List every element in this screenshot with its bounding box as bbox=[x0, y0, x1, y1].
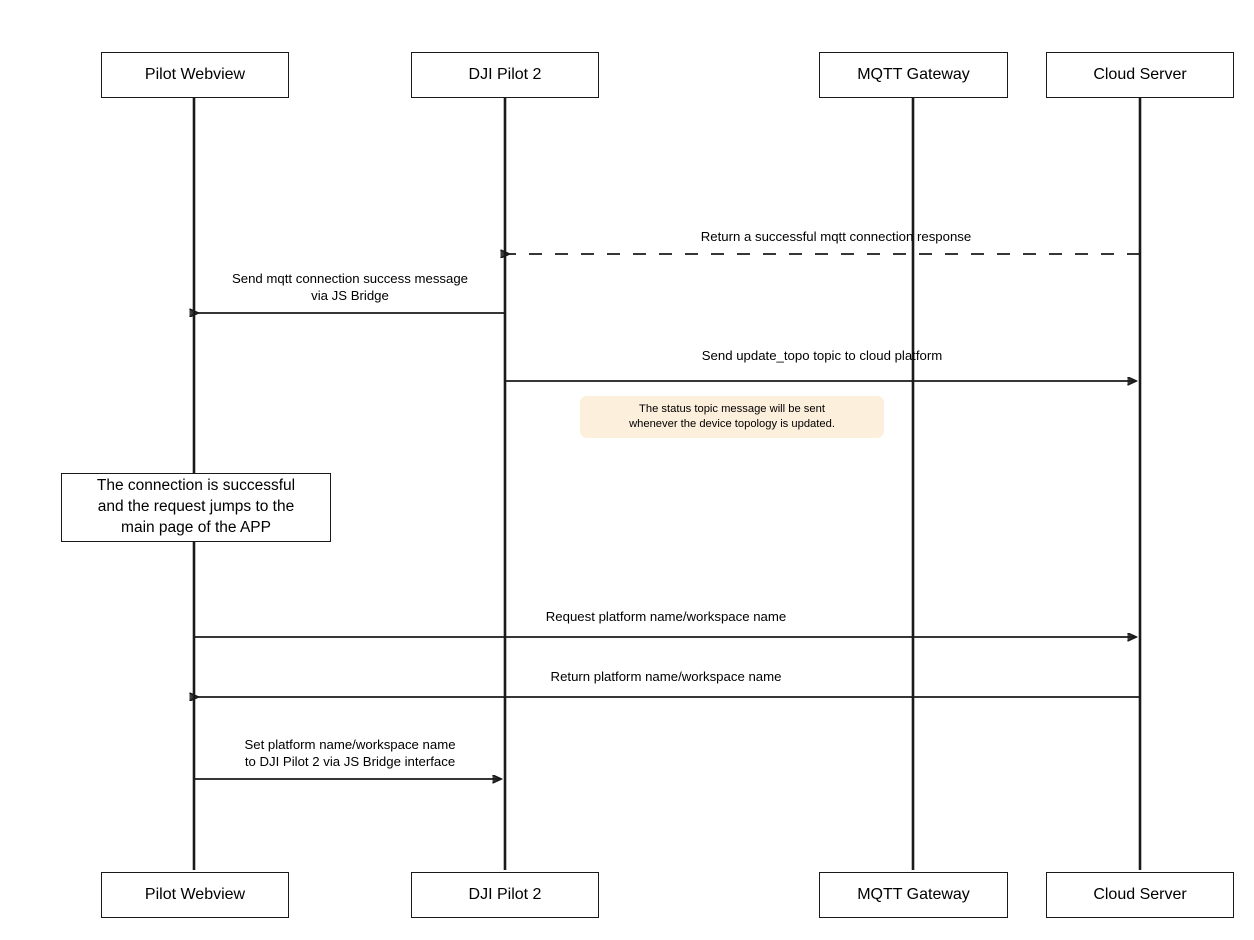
message-label-return-platform-workspace-name: Return platform name/workspace name bbox=[196, 669, 1136, 686]
participant-header-label: MQTT Gateway bbox=[857, 66, 970, 84]
message-label-line: Set platform name/workspace name bbox=[244, 737, 456, 752]
participant-footer-label: DJI Pilot 2 bbox=[468, 886, 542, 904]
participant-header-label: Pilot Webview bbox=[144, 66, 246, 84]
message-label-send-mqtt-success-via-js-bridge: Send mqtt connection success message via… bbox=[196, 271, 504, 305]
message-label-line: to DJI Pilot 2 via JS Bridge interface bbox=[244, 753, 456, 769]
participant-header-pilot-webview[interactable]: Pilot Webview bbox=[101, 52, 289, 98]
message-label-line: Send mqtt connection success message bbox=[231, 271, 469, 286]
participant-header-cloud-server[interactable]: Cloud Server bbox=[1046, 52, 1234, 98]
message-arrows bbox=[194, 254, 1140, 779]
message-label-send-update-topo-topic: Send update_topo topic to cloud platform bbox=[507, 348, 1137, 365]
participant-footer-label: Pilot Webview bbox=[144, 886, 246, 904]
participant-footer-pilot-webview[interactable]: Pilot Webview bbox=[101, 872, 289, 918]
note-line: main page of the APP bbox=[121, 518, 271, 536]
message-label-set-platform-workspace-name: Set platform name/workspace name to DJI … bbox=[196, 737, 504, 771]
participant-footer-mqtt-gateway[interactable]: MQTT Gateway bbox=[819, 872, 1008, 918]
participant-footer-cloud-server[interactable]: Cloud Server bbox=[1046, 872, 1234, 918]
participant-header-label: Cloud Server bbox=[1093, 66, 1187, 84]
participant-header-label: DJI Pilot 2 bbox=[468, 66, 542, 84]
message-label-line: Request platform name/workspace name bbox=[545, 609, 787, 624]
participant-header-mqtt-gateway[interactable]: MQTT Gateway bbox=[819, 52, 1008, 98]
note-connection-successful: The connection is successful and the req… bbox=[61, 473, 331, 542]
message-label-line: Return a successful mqtt connection resp… bbox=[700, 229, 972, 244]
participant-footer-dji-pilot-2[interactable]: DJI Pilot 2 bbox=[411, 872, 599, 918]
message-label-line: Send update_topo topic to cloud platform bbox=[701, 348, 943, 363]
message-label-line: Return platform name/workspace name bbox=[550, 669, 782, 684]
participant-footer-label: MQTT Gateway bbox=[857, 886, 970, 904]
note-line: whenever the device topology is updated. bbox=[629, 418, 835, 430]
message-label-return-mqtt-connection-response: Return a successful mqtt connection resp… bbox=[521, 229, 1151, 246]
note-line: and the request jumps to the bbox=[97, 498, 295, 516]
note-line: The status topic message will be sent bbox=[639, 402, 825, 415]
note-line: The connection is successful bbox=[96, 477, 296, 495]
participant-header-dji-pilot-2[interactable]: DJI Pilot 2 bbox=[411, 52, 599, 98]
message-label-line: via JS Bridge bbox=[311, 287, 389, 303]
message-label-request-platform-workspace-name: Request platform name/workspace name bbox=[196, 609, 1136, 626]
participant-footer-label: Cloud Server bbox=[1093, 886, 1187, 904]
note-status-topic-message: The status topic message will be sent wh… bbox=[580, 396, 884, 438]
